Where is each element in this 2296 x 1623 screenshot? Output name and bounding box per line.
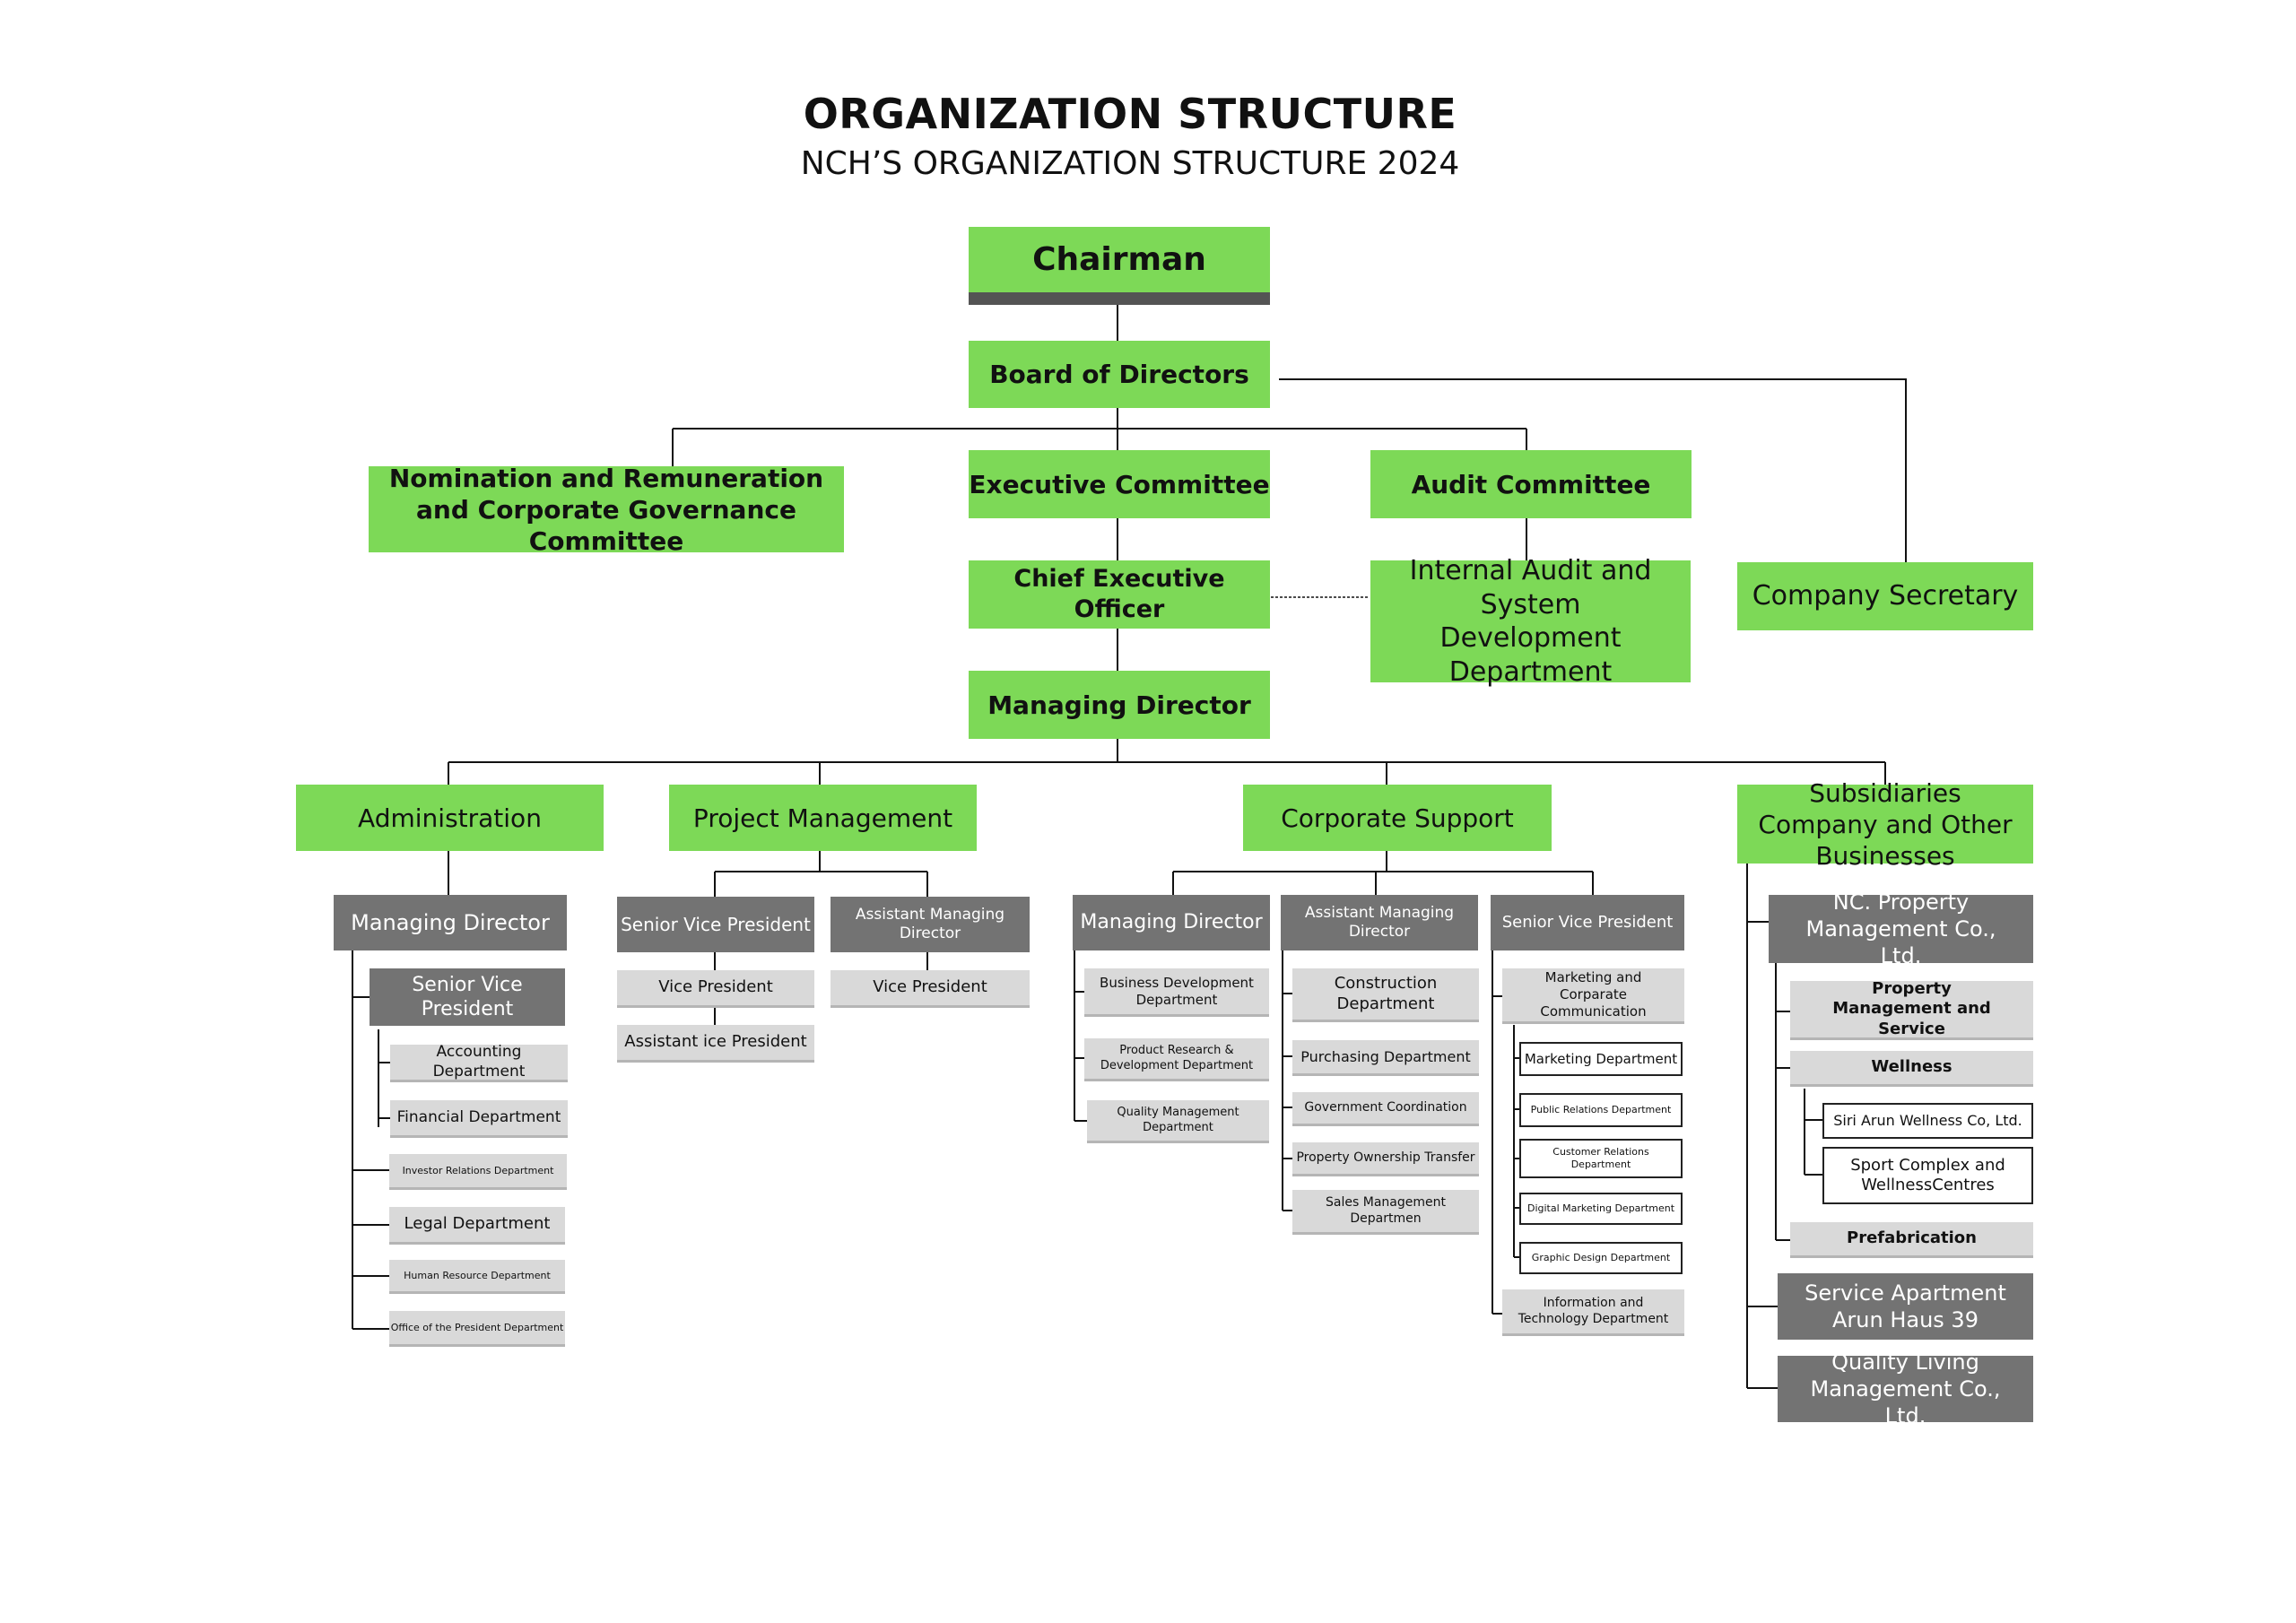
accounting-department: Accounting Department [390,1043,568,1082]
nc-property-management: NC. Property Management Co., Ltd. [1769,890,2033,968]
investor-relations-department: Investor Relations Department [389,1154,567,1190]
project-management-box: Project Management [669,785,977,851]
customer-relations-department: Customer Relations Department [1519,1139,1683,1178]
board-of-directors-box: Board of Directors [969,341,1270,408]
property-management-and-service: Property Management and Service [1790,979,2033,1040]
office-of-the-president-department: Office of the President Department [389,1311,565,1347]
sales-management-department: Sales Management Departmen [1292,1190,1479,1235]
executive-committee-box: Executive Committee [969,450,1270,518]
construction-department: Construction Department [1292,968,1479,1022]
project-vice-president: Vice President [617,970,814,1008]
corporate-support-box: Corporate Support [1243,785,1552,851]
property-ownership-transfer: Property Ownership Transfer [1292,1142,1479,1176]
sport-complex-and-wellness-centres: Sport Complex and WellnessCentres [1822,1147,2033,1204]
product-research-department: Product Research & Development Departmen… [1084,1038,1269,1081]
marketing-and-corporate-communication: Marketing and Corparate Communication [1502,968,1684,1024]
corporate-assistant-managing-director: Assistant Managing Director [1281,895,1478,950]
purchasing-department: Purchasing Department [1292,1040,1479,1076]
service-apartment-arun-haus-39: Service Apartment Arun Haus 39 [1778,1273,2033,1340]
administration-box: Administration [296,785,604,851]
project-amd-vice-president: Vice President [831,970,1030,1008]
quality-living-management: Quality Living Management Co., Ltd. [1778,1350,2033,1428]
project-assistant-vice-president: Assistant ice President [617,1025,814,1063]
corporate-managing-director: Managing Director [1073,895,1270,950]
admin-managing-director: Managing Director [334,895,567,950]
ceo-box: Chief Executive Officer [969,560,1270,629]
project-senior-vice-president: Senior Vice President [617,897,814,952]
subsidiaries-box: Subsidiaries Company and Other Businesse… [1737,778,2033,871]
page-title: ORGANIZATION STRUCTURE [803,90,1457,138]
page-subtitle: NCH’S ORGANIZATION STRUCTURE 2024 [800,145,1460,182]
quality-management-department: Quality Management Department [1087,1100,1269,1143]
chairman-box: Chairman [969,227,1270,292]
human-resource-department: Human Resource Department [389,1260,565,1294]
marketing-department: Marketing Department [1519,1042,1683,1076]
wellness: Wellness [1790,1051,2033,1087]
chairman-accent-bar [969,292,1270,305]
digital-marketing-department: Digital Marketing Department [1519,1193,1683,1225]
project-assistant-managing-director: Assistant Managing Director [831,897,1030,952]
audit-committee-box: Audit Committee [1370,450,1692,518]
legal-department: Legal Department [389,1207,565,1245]
prefabrication: Prefabrication [1790,1222,2033,1258]
financial-department: Financial Department [390,1100,568,1138]
public-relations-department: Public Relations Department [1519,1093,1683,1127]
business-development-department: Business Development Department [1084,968,1269,1017]
graphic-design-department: Graphic Design Department [1519,1242,1683,1274]
siri-arun-wellness: Siri Arun Wellness Co, Ltd. [1822,1103,2033,1139]
internal-audit-box: Internal Audit and System Development De… [1370,555,1691,688]
nomination-committee-box: Nomination and Remuneration and Corporat… [369,464,844,556]
managing-director-box: Managing Director [969,671,1270,739]
admin-senior-vice-president: Senior Vice President [370,968,565,1026]
corporate-senior-vice-president: Senior Vice President [1491,895,1684,950]
information-and-technology-department: Information and Technology Department [1502,1289,1684,1336]
government-coordination: Government Coordination [1292,1092,1479,1126]
company-secretary-box: Company Secretary [1737,562,2033,630]
